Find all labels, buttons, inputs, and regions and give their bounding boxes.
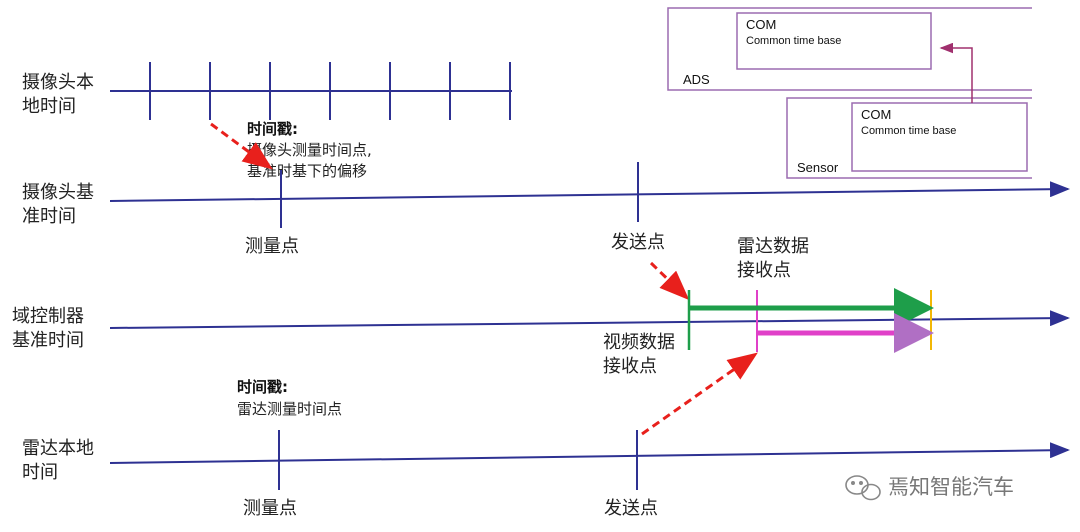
wechat-icon: [845, 475, 881, 501]
ads-box: COM Common time base ADS: [667, 7, 1032, 91]
radar-receive-line1: 雷达数据: [737, 236, 809, 257]
radar-send-point-label: 发送点: [604, 498, 658, 519]
sensor-to-ads-sync-arrow: [939, 42, 973, 103]
radar-receive-line2: 接收点: [737, 260, 791, 281]
sensor-com-subtitle: Common time base: [861, 125, 956, 137]
radar-timestamp-line1: 雷达测量时间点: [237, 400, 342, 418]
camera-timestamp-title: 时间戳:: [247, 120, 298, 138]
ads-com-subtitle: Common time base: [746, 35, 841, 47]
ads-label: ADS: [683, 72, 710, 87]
camera-local-label-line1: 摄像头本: [22, 72, 94, 93]
camera-measure-point-label: 测量点: [245, 236, 299, 257]
watermark: 焉知智能汽车: [845, 475, 1014, 501]
camera-timestamp-line2: 基准时基下的偏移: [247, 162, 367, 180]
radar-send-dashed-arrow: [641, 352, 758, 436]
ads-com-title: COM: [746, 17, 776, 32]
sensor-box: COM Common time base Sensor: [786, 97, 1032, 179]
sensor-label: Sensor: [797, 160, 839, 175]
domain-controller-axis: [109, 310, 1070, 329]
video-receive-line1: 视频数据: [603, 332, 675, 353]
camera-send-dashed-arrow: [649, 261, 690, 301]
camera-base-axis: [109, 181, 1070, 202]
domain-controller-label-line2: 基准时间: [12, 330, 84, 351]
camera-send-point-label: 发送点: [611, 232, 665, 253]
radar-local-axis: [109, 442, 1070, 464]
radar-timestamp-title: 时间戳:: [237, 378, 288, 396]
radar-local-label-line1: 雷达本地: [22, 438, 94, 459]
radar-local-label-line2: 时间: [22, 462, 58, 483]
domain-controller-label-line1: 域控制器: [12, 306, 84, 327]
camera-base-label-line1: 摄像头基: [22, 182, 94, 203]
camera-timestamp-line1: 摄像头测量时间点,: [247, 141, 372, 159]
watermark-text: 焉知智能汽车: [888, 475, 1014, 499]
camera-local-label-line2: 地时间: [22, 96, 76, 117]
camera-local-ticks: [149, 62, 511, 120]
sensor-com-box: [851, 102, 1028, 172]
radar-measure-point-label: 测量点: [243, 498, 297, 519]
camera-base-label-line2: 准时间: [22, 206, 76, 227]
video-receive-line2: 接收点: [603, 356, 657, 377]
ads-com-box: [736, 12, 932, 70]
camera-offset-dashed-arrow: [210, 122, 273, 170]
sensor-com-title: COM: [861, 107, 891, 122]
